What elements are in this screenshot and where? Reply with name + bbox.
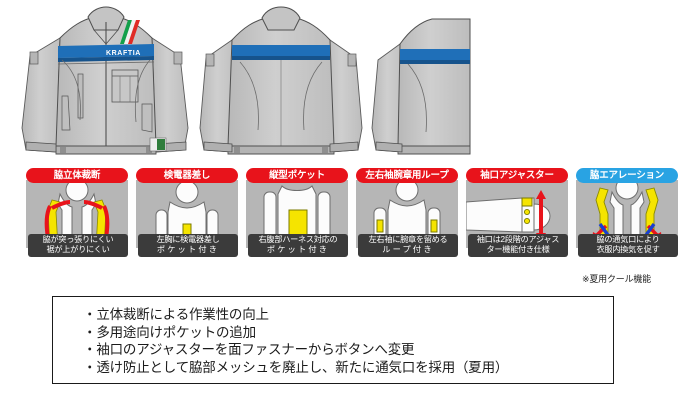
back-jacket bbox=[199, 6, 363, 155]
summary-list: 立体裁断による作業性の向上 多用途向けポケットの追加 袖口のアジャスターを面ファ… bbox=[53, 297, 613, 376]
feature-header-vertical-pocket: 縦型ポケット bbox=[246, 168, 348, 183]
summary-item: 袖口のアジャスターを面ファスナーからボタンへ変更 bbox=[83, 341, 613, 359]
front-jacket: KRAFTIA bbox=[21, 6, 189, 155]
feature-note-summer-cool: ※夏用クール機能 bbox=[582, 274, 651, 284]
feature-header-side-aeration: 脇エアレーション bbox=[576, 168, 678, 183]
feature-header-side-3d-cut: 脇立体裁断 bbox=[26, 168, 128, 183]
feature-panel-side-aeration: 脇エアレーション 脇の通気口により 衣服内換気を促す ※夏用クール bbox=[576, 168, 678, 284]
feature-caption-cuff-adjuster: 袖口は2段階のアジャス ター機能付き仕様 bbox=[468, 234, 568, 257]
feature-panel-side-3d-cut: 脇立体裁断 脇が突っ張りにくい 裾が上がりにくい bbox=[26, 168, 128, 257]
feature-panels: 脇立体裁断 脇が突っ張りにくい 裾が上がりにくい 検電器差し bbox=[26, 168, 686, 286]
jacket-illustrations: KRAFTIA bbox=[0, 0, 692, 168]
summary-item: 立体裁断による作業性の向上 bbox=[83, 306, 613, 324]
feature-header-armband-loop: 左右袖腕章用ループ bbox=[356, 168, 458, 183]
feature-header-voltage-tester-pocket: 検電器差し bbox=[136, 168, 238, 183]
feature-caption-armband-loop: 左右袖に腕章を留める ループ付き bbox=[358, 234, 458, 257]
feature-panel-voltage-tester-pocket: 検電器差し 左胸に検電器差し ポケット付き bbox=[136, 168, 238, 257]
feature-caption-side-3d-cut: 脇が突っ張りにくい 裾が上がりにくい bbox=[28, 234, 128, 257]
feature-caption-side-aeration: 脇の通気口により 衣服内換気を促す bbox=[578, 234, 678, 257]
brand-logo-text: KRAFTIA bbox=[106, 50, 141, 57]
summary-box: 立体裁断による作業性の向上 多用途向けポケットの追加 袖口のアジャスターを面ファ… bbox=[52, 296, 614, 384]
feature-caption-voltage-tester-pocket: 左胸に検電器差し ポケット付き bbox=[138, 234, 238, 257]
feature-panel-cuff-adjuster: 袖口アジャスター 袖口は2段階のアジャス ター機能付き仕様 bbox=[466, 168, 568, 257]
jacket-illustration-svg: KRAFTIA bbox=[21, 6, 471, 155]
side-jacket-partial bbox=[371, 18, 471, 155]
feature-panel-armband-loop: 左右袖腕章用ループ 左右袖に腕章を留める ループ付き bbox=[356, 168, 458, 257]
feature-header-cuff-adjuster: 袖口アジャスター bbox=[466, 168, 568, 183]
feature-caption-vertical-pocket: 右腹部ハーネス対応の ポケット付き bbox=[248, 234, 348, 257]
feature-panel-vertical-pocket: 縦型ポケット 右腹部ハーネス対応の ポケット付き bbox=[246, 168, 348, 257]
summary-item: 透け防止として脇部メッシュを廃止し、新たに通気口を採用（夏用） bbox=[83, 359, 613, 377]
flag-stripes bbox=[120, 20, 140, 44]
summary-item: 多用途向けポケットの追加 bbox=[83, 324, 613, 342]
